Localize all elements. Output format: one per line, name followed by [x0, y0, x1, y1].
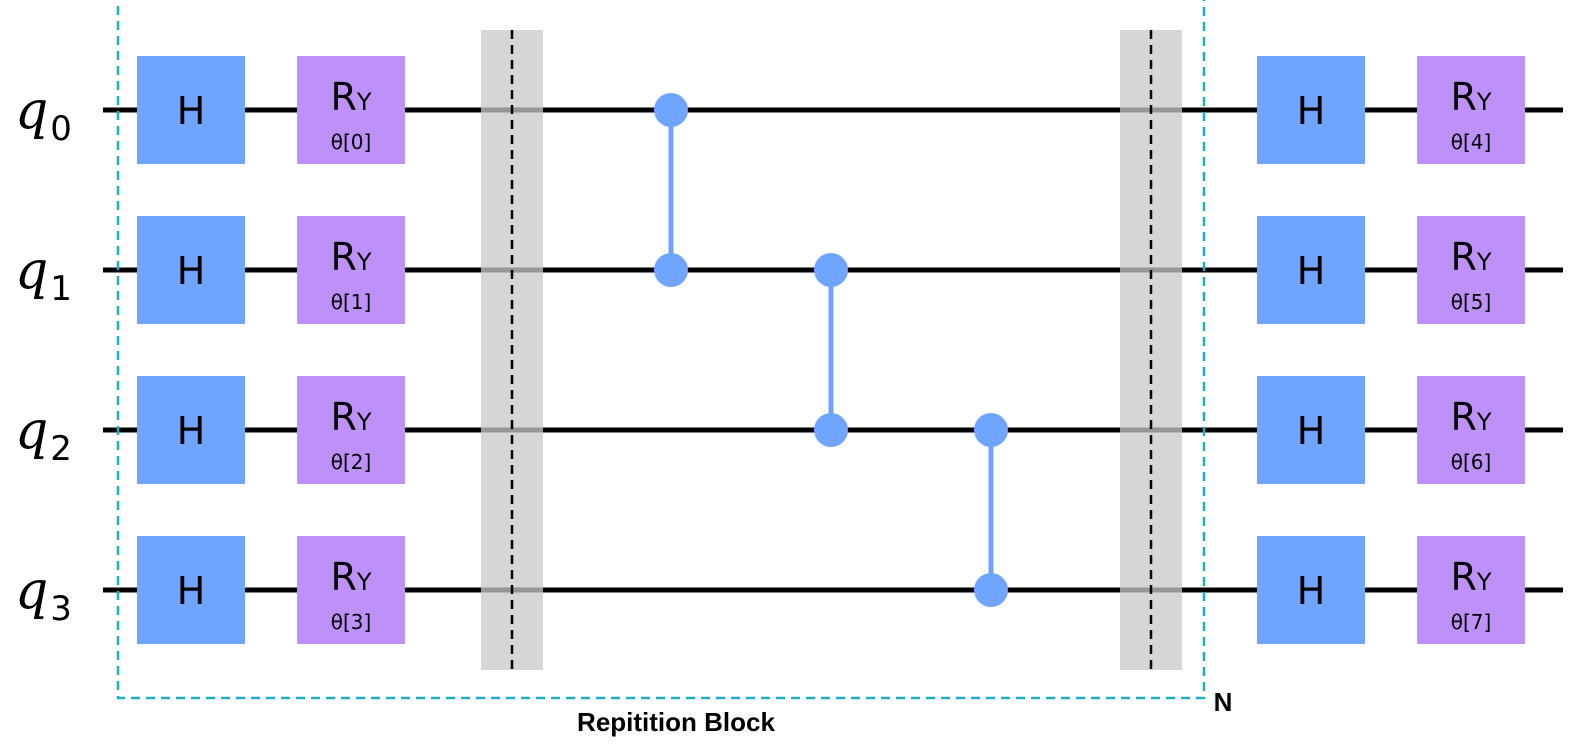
- h-gate-q2: H: [1257, 376, 1365, 484]
- h-gate-q3: H: [1257, 536, 1365, 644]
- qubit-label-q1: q1: [15, 241, 72, 309]
- repetition-block-frame: [116, 0, 1206, 700]
- repeat-count-label: N: [1214, 687, 1233, 717]
- ry-gate-param: θ[4]: [1451, 130, 1492, 154]
- ry-gate-q1: RY θ[5]: [1417, 216, 1525, 324]
- ry-gate-q0: RY θ[4]: [1417, 56, 1525, 164]
- h-gate-label: H: [177, 569, 206, 613]
- h-gate-q1: H: [1257, 216, 1365, 324]
- barrier-right: [1120, 30, 1182, 670]
- ry-gate-label: RY: [330, 395, 371, 439]
- ry-gate-layer-2: RY θ[4] RY θ[5] RY θ[6] RY θ[7]: [1417, 56, 1525, 644]
- cz-control-dot: [654, 93, 688, 127]
- qubit-labels: q0 q1 q2 q3: [15, 81, 72, 629]
- ry-gate-param: θ[6]: [1451, 450, 1492, 474]
- ry-gate-param: θ[7]: [1451, 610, 1492, 634]
- ry-gate-q2: RY θ[6]: [1417, 376, 1525, 484]
- ry-gate-q1: RY θ[1]: [297, 216, 405, 324]
- cz-gate-q2-q3: [974, 413, 1008, 607]
- ry-gate-label: RY: [1450, 555, 1491, 599]
- h-gate-label: H: [1297, 409, 1326, 453]
- ry-gate-label: RY: [1450, 395, 1491, 439]
- ry-gate-q3: RY θ[7]: [1417, 536, 1525, 644]
- cz-gate-q1-q2: [814, 253, 848, 447]
- qubit-label-q0: q0: [15, 81, 72, 149]
- h-gate-label: H: [1297, 89, 1326, 133]
- h-gate-label: H: [1297, 249, 1326, 293]
- ry-gate-label: RY: [330, 75, 371, 119]
- cz-target-dot: [654, 253, 688, 287]
- ry-gate-label: RY: [330, 555, 371, 599]
- h-gate-q0: H: [137, 56, 245, 164]
- ry-gate-param: θ[1]: [331, 290, 372, 314]
- h-gate-layer-1: H H H H: [137, 56, 245, 644]
- ry-gate-label: RY: [1450, 75, 1491, 119]
- h-gate-label: H: [1297, 569, 1326, 613]
- ry-gate-param: θ[2]: [331, 450, 372, 474]
- ry-gate-q3: RY θ[3]: [297, 536, 405, 644]
- ry-gate-param: θ[3]: [331, 610, 372, 634]
- h-gate-label: H: [177, 409, 206, 453]
- barrier-left: [481, 30, 543, 670]
- cz-control-dot: [974, 413, 1008, 447]
- ry-gate-param: θ[5]: [1451, 290, 1492, 314]
- h-gate-q3: H: [137, 536, 245, 644]
- h-gate-q0: H: [1257, 56, 1365, 164]
- ry-gate-label: RY: [330, 235, 371, 279]
- h-gate-label: H: [177, 89, 206, 133]
- qubit-label-q2: q2: [15, 401, 72, 469]
- h-gate-label: H: [177, 249, 206, 293]
- cz-gate-q0-q1: [654, 93, 688, 287]
- ry-gate-param: θ[0]: [331, 130, 372, 154]
- h-gate-layer-2: H H H H: [1257, 56, 1365, 644]
- cz-control-dot: [814, 253, 848, 287]
- repetition-block-label: Repitition Block: [577, 707, 775, 737]
- cz-target-dot: [974, 573, 1008, 607]
- h-gate-q1: H: [137, 216, 245, 324]
- cz-target-dot: [814, 413, 848, 447]
- h-gate-q2: H: [137, 376, 245, 484]
- qubit-label-q3: q3: [15, 561, 72, 629]
- ry-gate-label: RY: [1450, 235, 1491, 279]
- ry-gate-q0: RY θ[0]: [297, 56, 405, 164]
- ry-gate-layer-1: RY θ[0] RY θ[1] RY θ[2] RY θ[3]: [297, 56, 405, 644]
- ry-gate-q2: RY θ[2]: [297, 376, 405, 484]
